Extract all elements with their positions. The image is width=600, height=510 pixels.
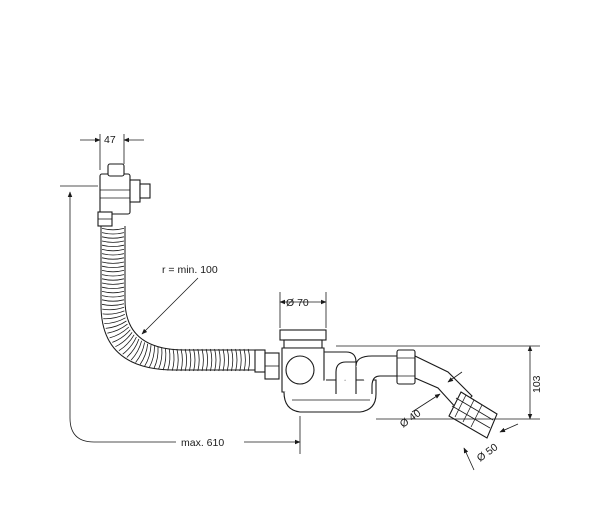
hose-rib [101,286,125,289]
trap-body [279,329,399,413]
hose-rib [112,329,131,343]
hose-rib [239,348,242,372]
hose-rib [104,317,126,324]
hose-rib [158,347,163,370]
label-height: 103 [531,375,543,393]
overflow-head [97,163,151,227]
hose-rib [103,314,125,320]
hose-rib [109,326,130,339]
hose-rib [243,348,246,372]
dimension-max-length [60,185,301,454]
hose-rib [214,348,217,372]
hose-rib [101,265,125,268]
hose-rib [201,348,204,372]
hose-rib [247,348,250,372]
hose-rib [210,348,213,372]
hose-rib [189,348,192,372]
hose-connector [254,349,280,380]
dimension-height [336,345,540,420]
hose-rib [139,343,149,365]
hose-rib [130,340,142,361]
hose-rib [126,338,140,358]
hose-rib [101,299,125,302]
hose-rib [235,348,238,372]
hose-rib [101,240,125,243]
hose-rib [101,257,125,260]
dimension-trap-diameter [279,292,327,328]
hose-ribs [101,228,250,372]
hose-rib [205,348,208,372]
hose-rib [102,306,125,311]
hose-rib [153,346,159,369]
hose-rib [135,342,145,363]
dimension-outlet-inner [411,371,463,413]
hose-rib [226,348,229,372]
hose-rib [184,348,187,372]
hose-rib [101,249,125,252]
hose-rib [148,346,155,368]
hose-rib [176,348,179,372]
label-bend-radius: r = min. 100 [162,264,218,276]
label-overflow-width: 47 [104,134,116,146]
hose-rib [144,345,152,367]
hose-rib [101,253,125,256]
hose-rib [122,336,137,355]
label-max-length: max. 610 [181,437,224,449]
hose-rib [101,274,125,277]
hose-rib [180,348,183,372]
hose-rib [101,228,125,231]
hose-rib [101,278,125,281]
hose-rib [101,232,125,235]
hose-rib [101,261,125,264]
hose-rib [101,270,125,273]
label-trap-diameter: Ø 70 [286,297,309,309]
dimension-outlet-outer [463,423,519,471]
hose-rib [167,348,171,371]
hose-rib [101,291,125,294]
hose-rib [101,295,125,298]
hose-rib [231,348,234,372]
dimension-overflow-width [80,134,144,170]
hose-rib [222,348,225,372]
label-outlet-inner: Ø 40 [398,407,424,430]
hose-rib [115,332,133,348]
hose-rib [171,348,175,371]
hose-rib [102,310,125,315]
hose-rib [105,320,127,329]
outlet-assembly [396,349,498,439]
hose-rib [101,282,125,285]
hose-rib [197,348,200,372]
hose-rib [162,348,167,371]
hose-rib [118,334,135,352]
hose-rib [193,348,196,372]
label-outlet-outer: Ø 50 [475,441,501,464]
corrugated-hose [100,226,255,372]
hose-rib [218,348,221,372]
hose-rib [101,244,125,247]
hose-rib [101,303,125,306]
hose-rib [101,236,125,239]
dimension-bend-radius [141,277,199,335]
hose-rib [107,323,128,334]
